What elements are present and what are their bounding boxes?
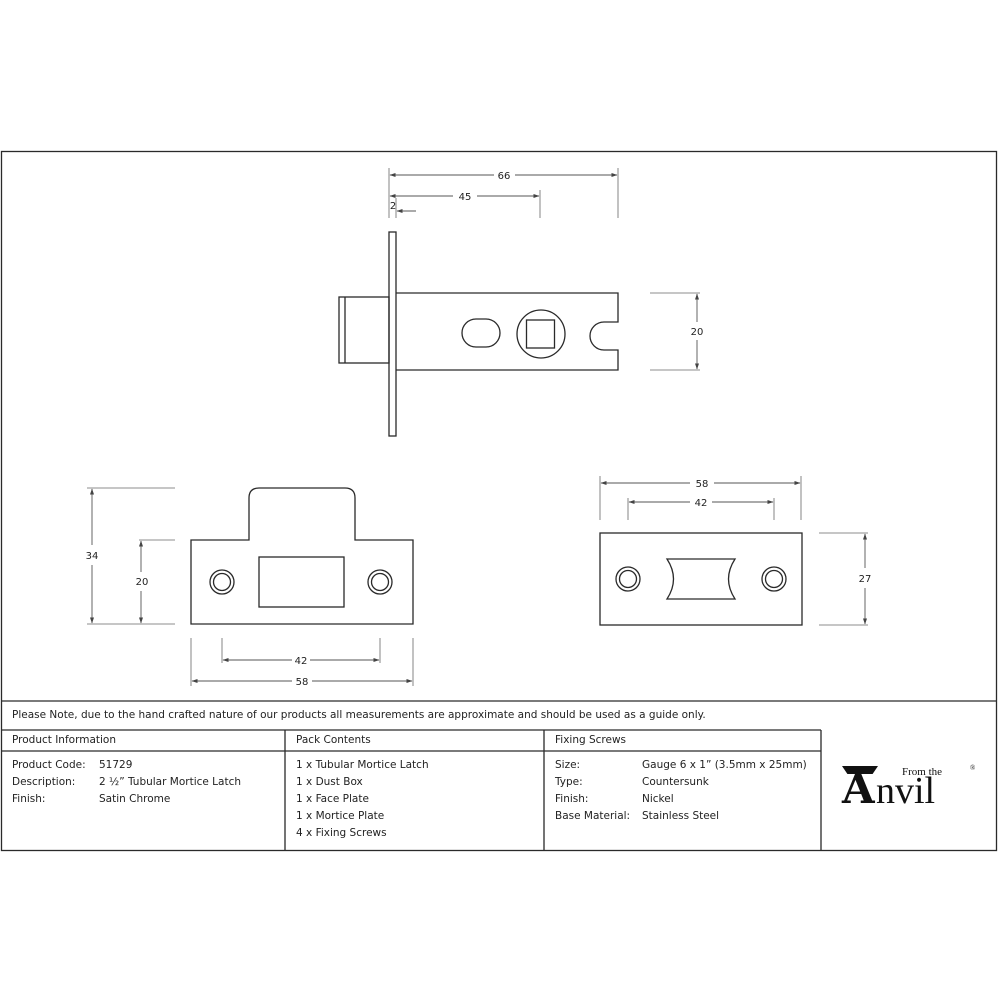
dim-screw-centres: 42 — [295, 656, 308, 667]
latch-side-view: 66 45 2 20 — [338, 168, 704, 437]
screw-hole-icon — [761, 566, 787, 592]
mortice-plate-view: 58 42 27 — [599, 476, 872, 626]
screw-hole-icon — [209, 569, 235, 595]
fixing-screws-heading: Fixing Screws — [555, 734, 627, 746]
product-code-value: 51729 — [99, 759, 133, 771]
screw-type-row: Type:Countersunk — [555, 776, 709, 788]
product-information-heading: Product Information — [12, 734, 116, 746]
dim-overall-length: 66 — [498, 171, 511, 182]
spindle-square — [525, 319, 556, 349]
pack-contents-list: 1 x Tubular Mortice Latch 1 x Dust Box 1… — [296, 757, 429, 842]
pack-item: 1 x Face Plate — [296, 793, 369, 805]
dim-mortice-plate-width: 58 — [696, 479, 709, 490]
face-plate-aperture — [258, 556, 345, 608]
finish-value: Satin Chrome — [99, 793, 171, 805]
latch-bolt — [338, 296, 390, 364]
latch-follower — [516, 309, 566, 359]
face-plate-outline — [190, 487, 414, 625]
pack-item: 4 x Fixing Screws — [296, 827, 387, 839]
dim-mortice-screw-centres: 42 — [695, 498, 708, 509]
product-information-list: Product Code:51729 Description:2 ½” Tubu… — [12, 757, 241, 808]
screw-material-row: Base Material:Stainless Steel — [555, 810, 720, 822]
dim-plate-height: 20 — [136, 577, 149, 588]
fixing-screws-list: Size:Gauge 6 x 1” (3.5mm x 25mm) Type:Co… — [555, 757, 807, 825]
latch-slot — [461, 318, 501, 348]
product-code-row: Product Code:51729 — [12, 759, 133, 771]
dim-total-height: 34 — [86, 551, 99, 562]
latch-body — [396, 292, 619, 371]
pack-contents-heading: Pack Contents — [296, 734, 371, 746]
screw-size-row: Size:Gauge 6 x 1” (3.5mm x 25mm) — [555, 759, 807, 771]
dim-faceplate-thickness: 2 — [390, 201, 396, 212]
pack-item: 1 x Mortice Plate — [296, 810, 385, 822]
dim-backset: 45 — [459, 192, 472, 203]
dim-body-height: 20 — [691, 327, 704, 338]
description-row: Description:2 ½” Tubular Mortice Latch — [12, 776, 242, 788]
anvil-icon — [842, 766, 878, 774]
dim-plate-width: 58 — [296, 677, 309, 688]
info-table-grid — [1, 700, 997, 851]
pack-item: 1 x Dust Box — [296, 776, 363, 788]
finish-row: Finish:Satin Chrome — [12, 793, 171, 805]
screw-hole-icon — [367, 569, 393, 595]
dim-mortice-plate-height: 27 — [859, 574, 872, 585]
screw-finish-row: Finish:Nickel — [555, 793, 674, 805]
description-value: 2 ½” Tubular Mortice Latch — [99, 776, 242, 788]
screw-hole-icon — [615, 566, 641, 592]
mortice-plate-outline — [599, 532, 803, 626]
latch-faceplate — [388, 231, 397, 437]
strike-aperture — [665, 558, 737, 600]
face-plate-view: 34 20 42 58 — [86, 487, 414, 688]
outer-frame — [0, 150, 998, 852]
measurement-note: Please Note, due to the hand crafted nat… — [12, 709, 706, 721]
from-the-anvil-logo: A nvil From the ® — [842, 764, 976, 813]
pack-item: 1 x Tubular Mortice Latch — [296, 759, 429, 771]
